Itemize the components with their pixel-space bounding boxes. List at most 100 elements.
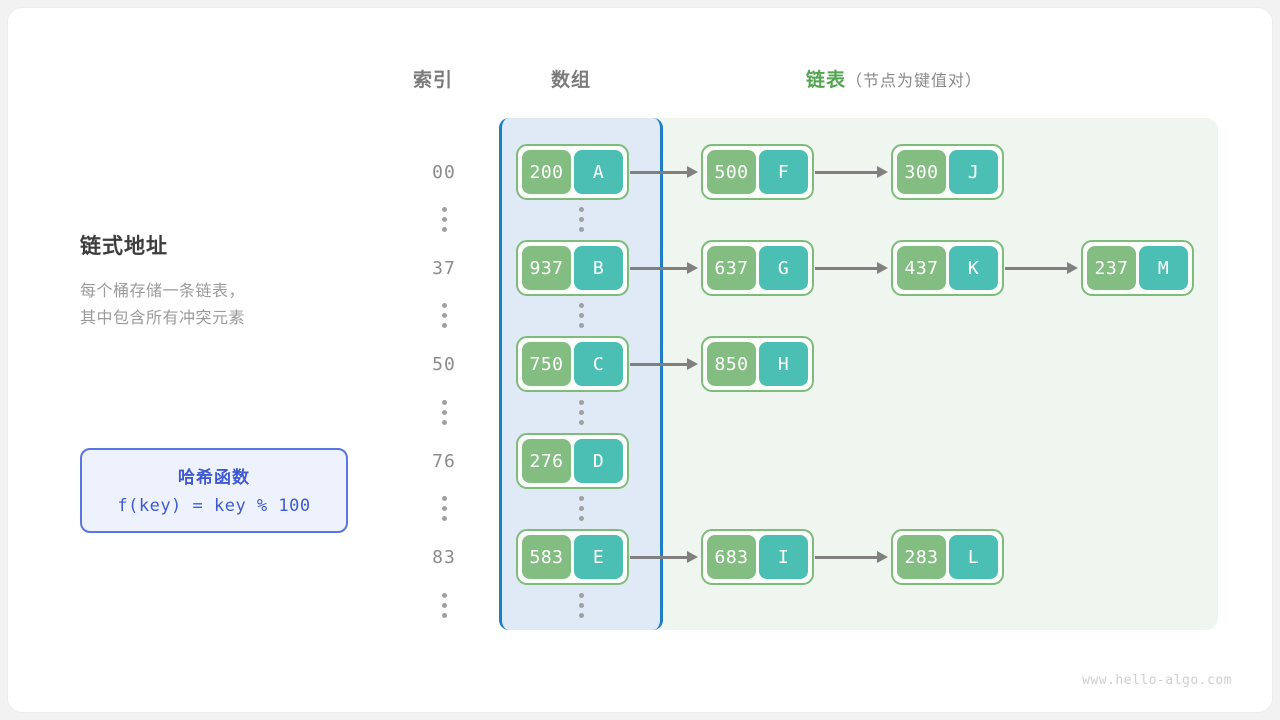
ellipsis-dot — [441, 207, 447, 212]
description-title: 链式地址 — [80, 235, 168, 258]
node-value: E — [574, 535, 623, 579]
header-linked-list: 链表（节点为键值对） — [806, 65, 982, 92]
node-key: 437 — [897, 246, 946, 290]
ellipsis-dot — [441, 516, 447, 521]
description-text: 每个桶存储一条链表， 其中包含所有冲突元素 — [80, 278, 380, 332]
ellipsis-dot — [578, 227, 584, 232]
ellipsis-dot — [441, 410, 447, 415]
node-key: 200 — [522, 150, 571, 194]
arrow-head — [877, 551, 888, 563]
arrow-shaft — [1005, 266, 1067, 270]
link-arrow-icon — [630, 166, 698, 178]
ellipsis-dot — [578, 207, 584, 212]
node-value: J — [949, 150, 998, 194]
arrow-head — [687, 358, 698, 370]
vertical-ellipsis — [403, 298, 485, 328]
bucket-index-label: 50 — [432, 354, 456, 375]
ellipsis-dot — [441, 593, 447, 598]
ellipsis-dot — [578, 400, 584, 405]
arrow-head — [1067, 262, 1078, 274]
node-key: 500 — [707, 150, 756, 194]
node-key: 276 — [522, 439, 571, 483]
node-key: 583 — [522, 535, 571, 579]
link-arrow-icon — [815, 262, 888, 274]
ellipsis-dot — [578, 313, 584, 318]
vertical-ellipsis — [403, 395, 485, 425]
watermark: www.hello-algo.com — [1082, 673, 1232, 688]
link-arrow-icon — [630, 551, 698, 563]
hash-function-formula: f(key) = key % 100 — [117, 496, 311, 516]
header-index: 索引 — [413, 70, 454, 91]
node-value: L — [949, 535, 998, 579]
node-key: 850 — [707, 342, 756, 386]
node-value: C — [574, 342, 623, 386]
vertical-ellipsis — [499, 395, 663, 425]
bucket-index-label: 37 — [432, 258, 456, 279]
ellipsis-dot — [441, 613, 447, 618]
hash-function-title: 哈希函数 — [178, 468, 250, 487]
link-arrow-icon — [815, 551, 888, 563]
arrow-shaft — [815, 170, 877, 174]
arrow-head — [687, 551, 698, 563]
ellipsis-dot — [441, 420, 447, 425]
ellipsis-dot — [441, 217, 447, 222]
bucket-index-label: 83 — [432, 547, 456, 568]
ellipsis-dot — [578, 516, 584, 521]
arrow-shaft — [630, 170, 687, 174]
arrow-shaft — [630, 555, 687, 559]
ellipsis-dot — [578, 506, 584, 511]
node-value: M — [1139, 246, 1188, 290]
description-line-1: 每个桶存储一条链表， — [80, 283, 246, 300]
node-key: 937 — [522, 246, 571, 290]
ellipsis-dot — [578, 496, 584, 501]
node-value: G — [759, 246, 808, 290]
link-arrow-icon — [630, 358, 698, 370]
node-value: D — [574, 439, 623, 483]
ellipsis-dot — [578, 217, 584, 222]
arrow-head — [687, 166, 698, 178]
header-array: 数组 — [551, 70, 592, 91]
ellipsis-dot — [441, 400, 447, 405]
link-arrow-icon — [815, 166, 888, 178]
ellipsis-dot — [578, 613, 584, 618]
node-key: 283 — [897, 535, 946, 579]
link-arrow-icon — [630, 262, 698, 274]
ellipsis-dot — [578, 323, 584, 328]
ellipsis-dot — [441, 227, 447, 232]
arrow-shaft — [815, 555, 877, 559]
bucket-index-label: 76 — [432, 451, 456, 472]
ellipsis-dot — [578, 420, 584, 425]
node-key: 683 — [707, 535, 756, 579]
ellipsis-dot — [441, 313, 447, 318]
ellipsis-dot — [578, 603, 584, 608]
header-linked-list-sub: （节点为键值对） — [846, 73, 983, 90]
vertical-ellipsis — [403, 491, 485, 521]
ellipsis-dot — [441, 603, 447, 608]
node-value: B — [574, 246, 623, 290]
diagram-card: 索引 数组 链表（节点为键值对） 链式地址 每个桶存储一条链表， 其中包含所有冲… — [8, 8, 1272, 712]
node-key: 750 — [522, 342, 571, 386]
vertical-ellipsis — [499, 202, 663, 232]
arrow-head — [877, 166, 888, 178]
ellipsis-dot — [441, 506, 447, 511]
ellipsis-dot — [441, 323, 447, 328]
description-line-2: 其中包含所有冲突元素 — [80, 310, 246, 327]
ellipsis-dot — [578, 410, 584, 415]
vertical-ellipsis — [499, 491, 663, 521]
node-value: F — [759, 150, 808, 194]
node-key: 237 — [1087, 246, 1136, 290]
header-linked-list-main: 链表 — [806, 70, 847, 91]
ellipsis-dot — [441, 303, 447, 308]
